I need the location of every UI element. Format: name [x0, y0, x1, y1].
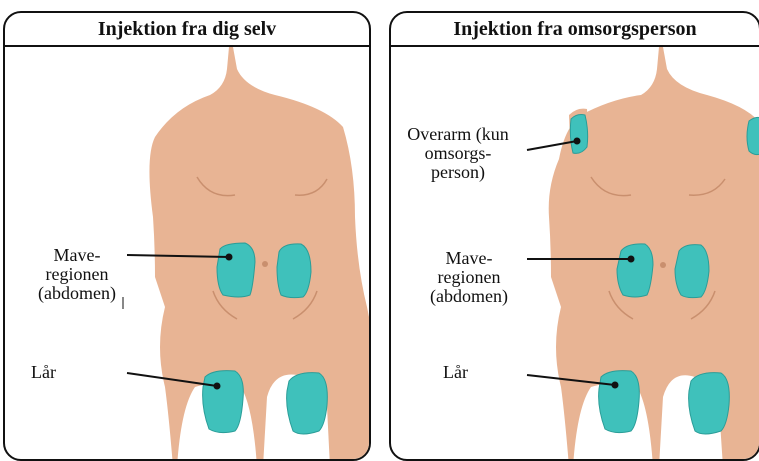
abdomen-leader-dot	[628, 256, 635, 263]
self-injection-panel: Injektion fra dig selv Mave- regionen (a…	[3, 11, 371, 461]
navel	[262, 261, 268, 267]
thigh-zone-right	[689, 373, 730, 434]
upper-arm-label-line: person)	[393, 163, 523, 182]
caregiver-injection-panel: Injektion fra omsorgsperson Overarm (kun…	[389, 11, 759, 461]
abdomen-label-line: Mave-	[417, 249, 521, 268]
thigh-leader-dot	[612, 382, 619, 389]
panel-title: Injektion fra omsorgsperson	[391, 13, 759, 47]
upper-arm-label: Overarm (kun omsorgs- person)	[393, 125, 523, 182]
abdomen-zone-right	[277, 244, 311, 298]
abdomen-label-line: regionen	[27, 265, 127, 284]
abdomen-label-line: regionen	[417, 268, 521, 287]
thigh-zone-left	[203, 371, 244, 433]
abdomen-label-line: (abdomen)	[27, 284, 127, 303]
abdomen-label-line: (abdomen)	[417, 287, 521, 306]
abdomen-zone-left	[217, 243, 255, 297]
abdomen-label-line: Mave-	[27, 246, 127, 265]
body-silhouette	[149, 47, 371, 461]
abdomen-leader-dot	[226, 254, 233, 261]
abdomen-zone-right	[675, 245, 709, 298]
panel-title: Injektion fra dig selv	[5, 13, 369, 47]
abdomen-label: Mave- regionen (abdomen)	[417, 249, 521, 306]
upper-arm-zone-left	[570, 115, 587, 154]
thigh-label: Lår	[443, 363, 468, 382]
upper-arm-leader-dot	[574, 138, 581, 145]
thigh-zone-right	[287, 373, 328, 434]
abdomen-zone-left	[617, 244, 653, 297]
abdomen-label: Mave- regionen (abdomen)	[27, 246, 127, 303]
navel	[660, 262, 666, 268]
upper-arm-label-line: omsorgs-	[393, 144, 523, 163]
thigh-zone-left	[599, 371, 640, 433]
upper-arm-label-line: Overarm (kun	[393, 125, 523, 144]
thigh-label: Lår	[31, 363, 56, 382]
upper-arm-zone-right	[747, 117, 759, 154]
thigh-leader-dot	[214, 383, 221, 390]
